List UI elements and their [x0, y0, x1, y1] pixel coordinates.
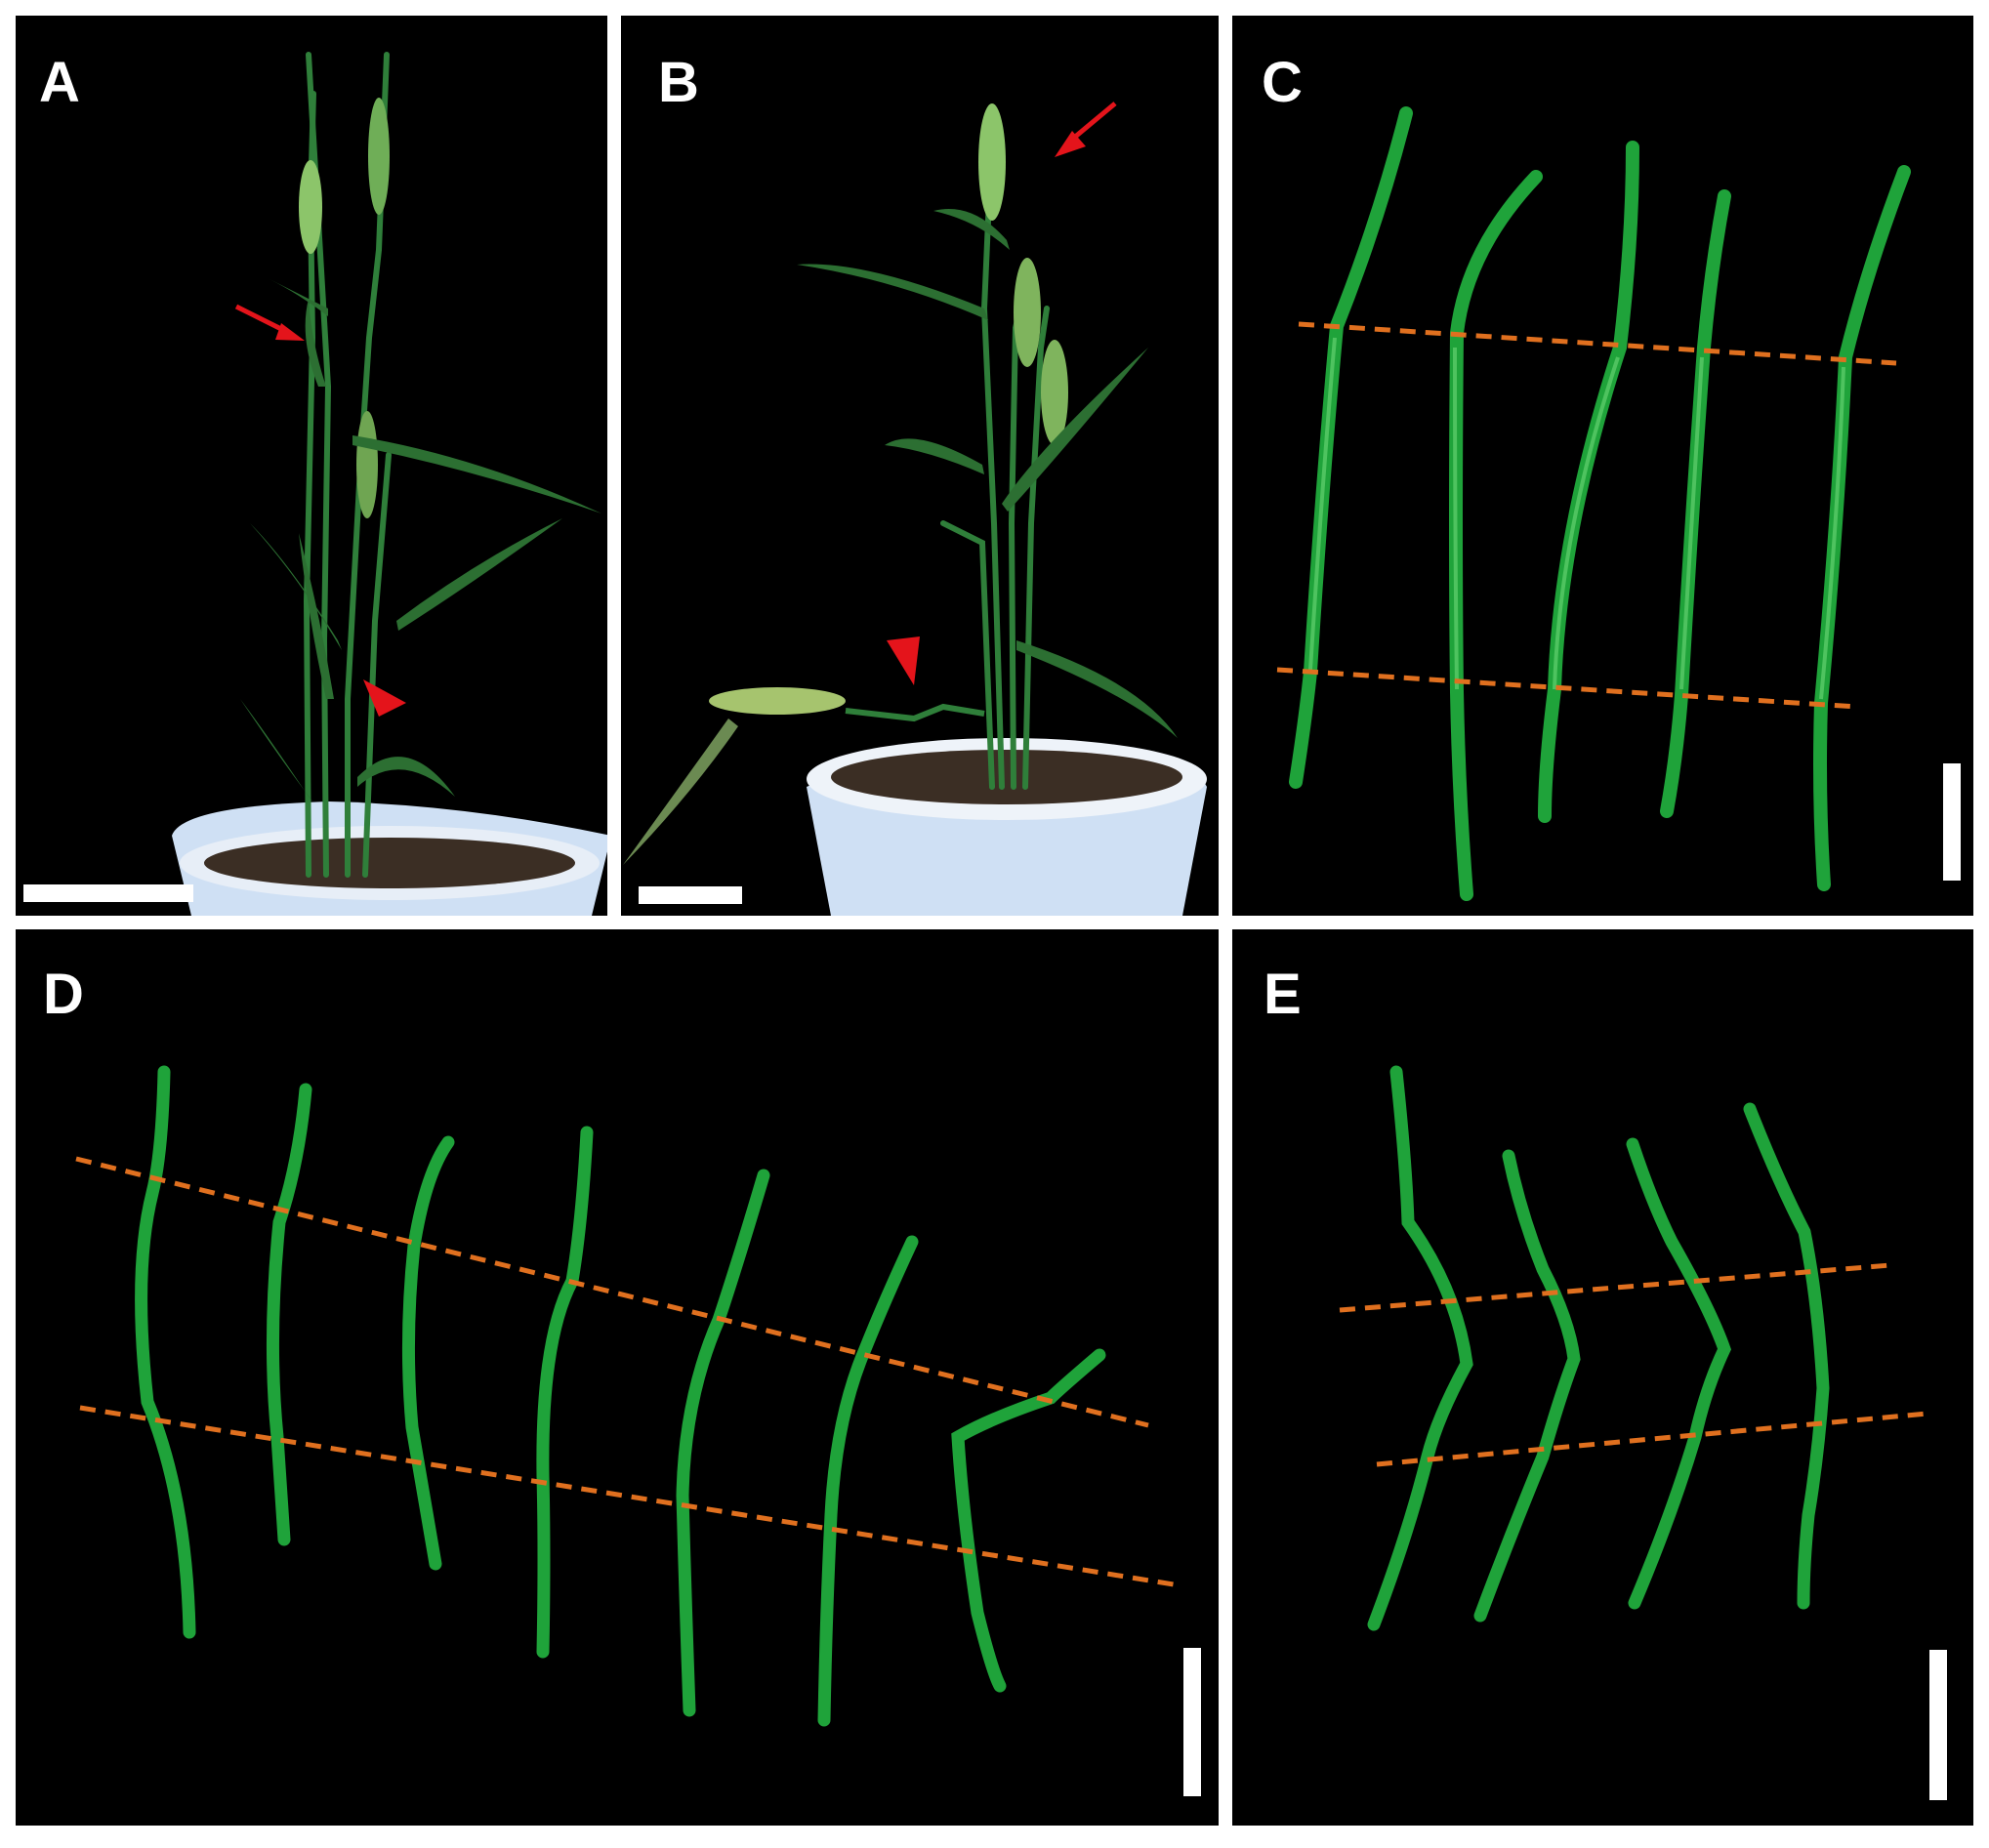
- wheat-ear: [709, 687, 846, 715]
- stem-segment: [1367, 1065, 1473, 1631]
- leaf: [623, 719, 738, 865]
- stem-segment: [1660, 189, 1731, 818]
- scale-bar: [1929, 1650, 1947, 1800]
- panel-label: D: [43, 963, 84, 1026]
- stem-segment: [266, 1083, 312, 1546]
- panel-e: E: [1232, 929, 1973, 1826]
- node-guide-line: [1298, 321, 1897, 366]
- node-guide-line: [79, 1405, 1181, 1588]
- stem: [940, 520, 995, 790]
- stem: [345, 52, 390, 878]
- leaf: [240, 699, 313, 802]
- panel-b-photo: [623, 102, 1207, 916]
- soil: [831, 750, 1182, 804]
- stem-segment: [1813, 165, 1911, 891]
- red-arrowhead-marker: [363, 679, 406, 717]
- leaf: [885, 438, 984, 474]
- stem-segment: [817, 1235, 919, 1727]
- wheat-ear: [978, 103, 1006, 221]
- wheat-ear: [1014, 258, 1041, 367]
- stem-segment: [676, 1169, 770, 1717]
- panel-c-photo: [1276, 106, 1911, 901]
- red-arrow: [234, 304, 305, 341]
- panel-label: B: [658, 51, 699, 114]
- wheat-ear: [299, 160, 322, 254]
- stem-highlight: [1819, 366, 1845, 700]
- stem-segment: [951, 1348, 1106, 1693]
- node-guide-line: [1276, 667, 1858, 710]
- panel-label: C: [1262, 51, 1303, 114]
- stem-highlight: [1453, 347, 1459, 690]
- scale-bar: [1943, 763, 1961, 881]
- node-guide-line: [1339, 1262, 1891, 1313]
- stem: [362, 452, 392, 878]
- panel-d-photo: [75, 1065, 1181, 1727]
- stem-segment: [536, 1126, 594, 1659]
- wheat-ear: [356, 411, 378, 518]
- scale-bar: [1183, 1648, 1201, 1796]
- panel-d: D: [16, 929, 1219, 1826]
- wheat-ear: [368, 98, 390, 215]
- leaf: [1016, 640, 1178, 738]
- stem-segment: [1449, 170, 1543, 901]
- leaf: [357, 757, 455, 797]
- leaf: [396, 518, 562, 631]
- leaf: [299, 533, 334, 699]
- wheat-ear: [1041, 340, 1068, 445]
- stem-highlight: [1679, 356, 1704, 690]
- panel-a: A: [16, 16, 607, 916]
- panel-c: C: [1232, 16, 1973, 916]
- red-arrowhead-marker: [887, 637, 920, 685]
- leaf: [797, 264, 988, 320]
- bent-stem: [845, 703, 985, 722]
- soil: [204, 838, 575, 888]
- stem-highlight: [1553, 356, 1620, 690]
- stem: [1022, 306, 1050, 790]
- leaf: [352, 435, 601, 513]
- red-arrow: [1055, 102, 1117, 157]
- stem-segment: [1626, 1137, 1732, 1610]
- panel-label: E: [1264, 963, 1302, 1026]
- scale-bar: [23, 884, 193, 902]
- stem-segment: [1473, 1149, 1581, 1622]
- stem: [980, 130, 1005, 790]
- panel-a-photo: [172, 52, 607, 916]
- leaf: [305, 299, 326, 387]
- leaf: [1002, 348, 1148, 512]
- panel-e-photo: [1339, 1065, 1928, 1631]
- stem-segment: [401, 1135, 455, 1571]
- stem-highlight: [1308, 337, 1337, 671]
- stem-segment: [1743, 1102, 1830, 1610]
- scale-bar: [639, 886, 742, 904]
- stem-segment: [1289, 106, 1413, 789]
- node-guide-line: [1376, 1411, 1928, 1467]
- stem-segment: [1538, 141, 1639, 823]
- panel-label: A: [39, 51, 80, 114]
- stem-segment: [135, 1065, 196, 1639]
- panel-b: B: [621, 16, 1219, 916]
- leaf: [933, 209, 1010, 250]
- node-guide-line: [75, 1156, 1149, 1428]
